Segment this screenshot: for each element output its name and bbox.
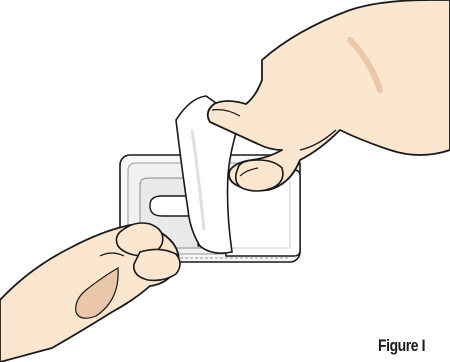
figure-caption: Figure I xyxy=(378,336,425,356)
right-hand-icon xyxy=(208,0,450,191)
left-hand-icon xyxy=(0,223,180,362)
